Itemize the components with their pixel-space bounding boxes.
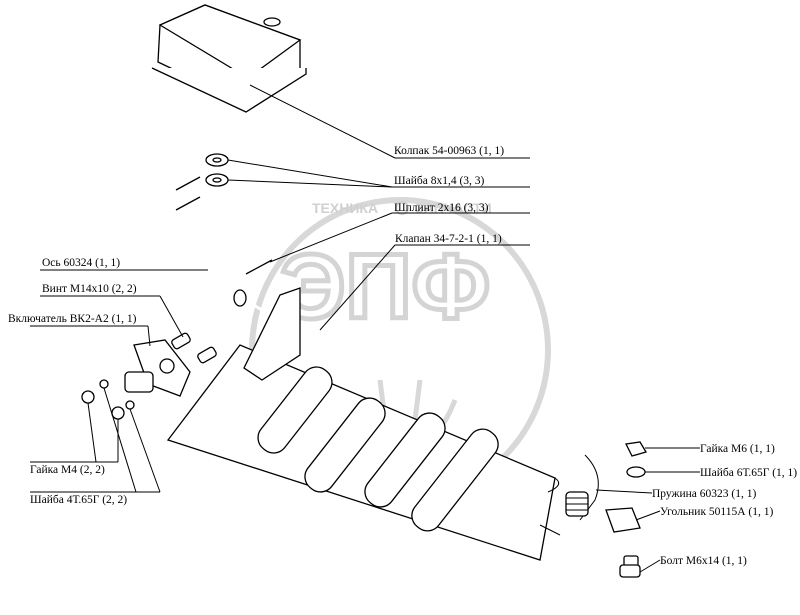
watermark-top-text-right: ЗАПЧАСТИ (415, 200, 492, 216)
watermark-big-text: ЭПФ (280, 236, 490, 338)
label-shaiba-8: Шайба 8x1,4 (3, 3) (394, 175, 485, 187)
label-pruzhina: Пружина 60323 (1, 1) (652, 488, 756, 500)
washer-part (212, 157, 222, 163)
cotter-pin-part (175, 176, 201, 191)
spring-part (539, 454, 599, 536)
label-shplint: Шплинт 2x16 (3, 3) (394, 202, 489, 214)
label-os: Ось 60324 (1, 1) (42, 257, 120, 269)
label-kolpak: Колпак 54-00963 (1, 1) (394, 145, 504, 157)
leader-lines (30, 84, 700, 573)
bracket-part (605, 507, 641, 533)
label-vint: Винт М14x10 (2, 2) (42, 283, 137, 295)
screw-part (197, 346, 217, 364)
cotter-pin-part (245, 259, 273, 275)
switch-part (124, 339, 191, 397)
flap-plate-part (166, 287, 560, 561)
washer-4t-part (99, 379, 109, 389)
label-bolt: Болт М6x14 (1, 1) (660, 555, 747, 567)
label-shaiba-6t: Шайба 6Т.65Г (1, 1) (700, 467, 797, 479)
washer-6t-part (626, 466, 646, 478)
washer-4t-part (125, 400, 135, 410)
nut-m4-part (81, 390, 95, 404)
watermark-gear-icon (395, 201, 409, 215)
label-gaika-m6: Гайка М6 (1, 1) (700, 443, 775, 455)
nut-m4-part (111, 406, 125, 420)
label-klapan: Клапан 34-7-2-1 (1, 1) (395, 233, 502, 245)
washer-part (212, 177, 222, 183)
label-vklyuchatel: Включатель ВК2-А2 (1, 1) (8, 313, 137, 325)
label-gaika-m4: Гайка М4 (2, 2) (30, 464, 105, 476)
axis-part-inner (210, 198, 271, 317)
cap-part (151, 4, 307, 113)
nut-m6-part (625, 441, 647, 457)
watermark-top-text: ТЕХНИКА (312, 200, 378, 216)
screw-part (171, 332, 191, 350)
label-shaiba-4t: Шайба 4Т.65Г (2, 2) (30, 494, 127, 506)
cotter-pin-part (175, 196, 201, 211)
bolt-m6-part (619, 555, 641, 578)
spring-coil-part (565, 491, 589, 517)
label-ugolnik: Угольник 50115А (1, 1) (660, 506, 773, 518)
axis-washer-part (233, 289, 247, 307)
